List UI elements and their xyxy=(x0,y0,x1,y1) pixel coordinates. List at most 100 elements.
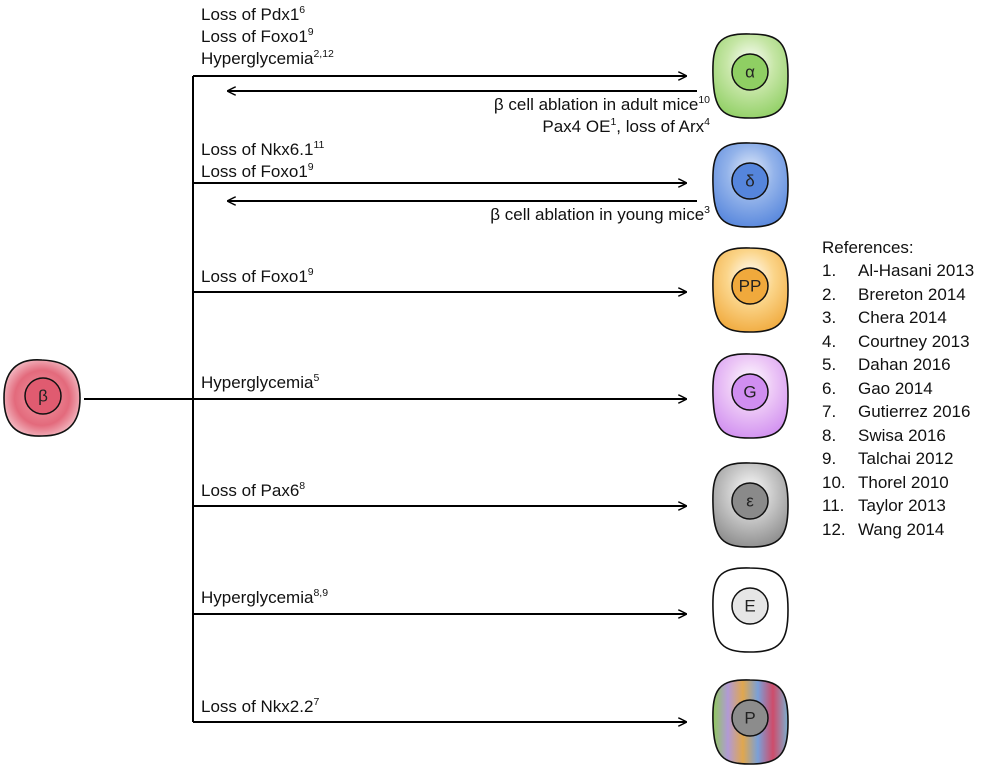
pp-cell-symbol: PP xyxy=(739,277,762,296)
label-citation: 6 xyxy=(299,4,306,16)
forward-label-epsilon-0: Loss of Pax68 xyxy=(201,480,305,501)
reference-text: Talchai 2012 xyxy=(858,449,954,468)
reference-text: Brereton 2014 xyxy=(858,284,966,304)
p-cell: P xyxy=(712,679,789,765)
label-citation: 8,9 xyxy=(313,587,329,599)
reference-item: 9. Talchai 2012 xyxy=(822,447,974,471)
reference-text: Gao 2014 xyxy=(858,378,933,398)
delta-cell: δ xyxy=(712,142,789,228)
reference-text: Al-Hasani 2013 xyxy=(858,261,975,280)
forward-label-e-0: Hyperglycemia8,9 xyxy=(201,587,328,608)
reference-number: 10. xyxy=(822,472,846,492)
label-text: Hyperglycemia xyxy=(201,373,314,392)
reference-text: Dahan 2016 xyxy=(858,355,951,374)
reference-number: 6. xyxy=(822,378,837,398)
reference-text: Chera 2014 xyxy=(858,308,947,327)
reverse-label-delta-0: β cell ablation in young mice3 xyxy=(490,204,710,225)
label-citation: 1 xyxy=(610,116,617,128)
reference-text: Courtney 2013 xyxy=(858,331,970,351)
target-cells: α δPP GεE P xyxy=(712,33,789,765)
reference-number: 3. xyxy=(822,308,837,327)
reference-number: 11. xyxy=(822,496,845,515)
reference-item: 4. Courtney 2013 xyxy=(822,330,974,354)
forward-arrows xyxy=(193,76,686,722)
alpha-cell: α xyxy=(712,33,789,119)
label-text: Loss of Nkx6.1 xyxy=(201,140,314,159)
forward-label-pp-0: Loss of Foxo19 xyxy=(201,266,314,287)
forward-label-alpha-0: Loss of Pdx16 xyxy=(201,4,305,25)
alpha-cell-nucleus xyxy=(731,53,769,91)
reference-text: Gutierrez 2016 xyxy=(858,402,971,421)
label-text: β cell ablation in adult mice xyxy=(493,95,699,114)
e-cell-nucleus xyxy=(731,587,769,625)
reverse-label-alpha-1: Pax4 OE1, loss of Arx4 xyxy=(542,116,710,137)
reference-number: 5. xyxy=(822,355,837,374)
label-text: β cell ablation in young mice xyxy=(490,205,705,224)
delta-cell-nucleus xyxy=(731,162,769,200)
label-text: Loss of Pax6 xyxy=(201,481,300,500)
reference-number: 12. xyxy=(822,519,846,539)
label-citation: 5 xyxy=(313,372,320,384)
connectors xyxy=(84,76,194,722)
beta-cell-symbol: β xyxy=(38,387,48,406)
reference-number: 8. xyxy=(822,425,837,445)
reverse-arrows xyxy=(228,91,697,201)
label-text: Pax4 OE xyxy=(542,117,611,136)
forward-label-g-0: Hyperglycemia5 xyxy=(201,372,319,393)
forward-label-delta-1: Loss of Foxo19 xyxy=(201,161,314,182)
reference-number: 2. xyxy=(822,284,837,304)
reference-item: 2. Brereton 2014 xyxy=(822,283,974,307)
reference-item: 5. Dahan 2016 xyxy=(822,353,974,377)
label-text: Loss of Nkx2.2 xyxy=(201,697,314,716)
reference-text: Swisa 2016 xyxy=(858,425,946,445)
label-text: Loss of Foxo1 xyxy=(201,162,308,181)
reference-number: 9. xyxy=(822,449,837,468)
alpha-cell-symbol: α xyxy=(745,63,755,82)
g-cell: G xyxy=(712,353,789,439)
epsilon-cell-nucleus xyxy=(731,482,769,520)
reverse-label-alpha-0: β cell ablation in adult mice10 xyxy=(494,94,710,115)
p-cell-symbol: P xyxy=(744,709,755,728)
e-cell-symbol: E xyxy=(744,597,755,616)
reference-item: 1.Al-Hasani 2013 xyxy=(822,259,974,283)
label-citation: 7 xyxy=(313,696,320,708)
beta-cell-nucleus xyxy=(24,377,62,415)
p-cell-nucleus xyxy=(731,699,769,737)
label-citation: 9 xyxy=(307,161,314,173)
pp-cell-nucleus xyxy=(731,267,769,305)
reference-text: Thorel 2010 xyxy=(858,472,949,492)
forward-label-p-0: Loss of Nkx2.27 xyxy=(201,696,319,717)
label-text: Loss of Pdx1 xyxy=(201,5,300,24)
label-text: Loss of Foxo1 xyxy=(201,27,308,46)
e-cell: E xyxy=(712,567,789,653)
forward-label-alpha-1: Loss of Foxo19 xyxy=(201,26,314,47)
reference-item: 3. Chera 2014 xyxy=(822,306,974,330)
reference-number: 7. xyxy=(822,402,837,421)
reference-text: Taylor 2013 xyxy=(858,496,946,515)
label-text: Hyperglycemia xyxy=(201,49,314,68)
reference-number: 4. xyxy=(822,331,837,351)
references-title: References: xyxy=(822,238,914,257)
label-citation: 3 xyxy=(704,204,710,216)
delta-cell-symbol: δ xyxy=(745,172,754,191)
reference-item: 10. Thorel 2010 xyxy=(822,471,974,495)
label-citation: 9 xyxy=(307,266,314,278)
reference-text: Wang 2014 xyxy=(858,519,945,539)
label-citation: 2,12 xyxy=(313,48,334,60)
label-citation: 9 xyxy=(307,26,314,38)
label-text: , loss of Arx xyxy=(616,117,705,136)
epsilon-cell-symbol: ε xyxy=(746,492,754,511)
label-citation: 4 xyxy=(704,116,710,128)
beta-cell: β xyxy=(3,359,81,437)
g-cell-symbol: G xyxy=(743,383,756,402)
epsilon-cell: ε xyxy=(712,462,789,548)
reference-item: 11. Taylor 2013 xyxy=(822,494,974,518)
reference-item: 12. Wang 2014 xyxy=(822,518,974,542)
forward-label-delta-0: Loss of Nkx6.111 xyxy=(201,139,324,160)
label-citation: 10 xyxy=(698,94,710,106)
pp-cell: PP xyxy=(712,247,789,333)
